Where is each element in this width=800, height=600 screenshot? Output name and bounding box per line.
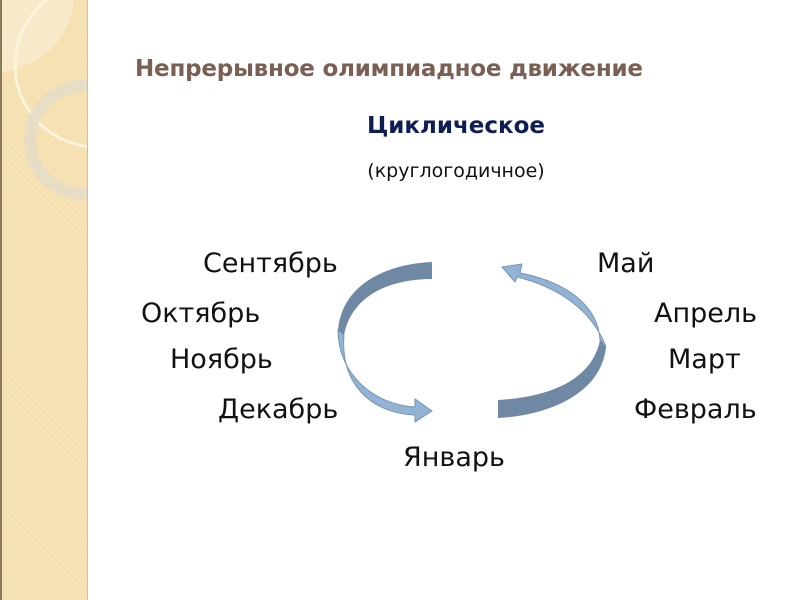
decorative-sidebar — [0, 0, 88, 600]
cycle-diagram — [337, 262, 607, 423]
month-january: Январь — [403, 442, 505, 473]
month-september: Сентябрь — [203, 248, 338, 279]
month-february: Февраль — [634, 394, 757, 425]
left-arc-arrow-icon — [337, 262, 433, 423]
month-april: Апрель — [654, 298, 758, 329]
right-arc-arrow-icon — [498, 263, 607, 418]
month-november: Ноябрь — [170, 344, 273, 375]
slide-subtitle-note: (круглогодичное) — [367, 160, 545, 182]
month-december: Декабрь — [218, 394, 339, 425]
slide-subtitle: Циклическое — [366, 113, 546, 139]
month-march: Март — [668, 344, 741, 375]
slide-title: Непрерывное олимпиадное движение — [135, 56, 643, 82]
month-may: Май — [597, 248, 655, 279]
decorative-circles-icon — [2, 0, 87, 200]
month-october: Октябрь — [141, 298, 261, 329]
